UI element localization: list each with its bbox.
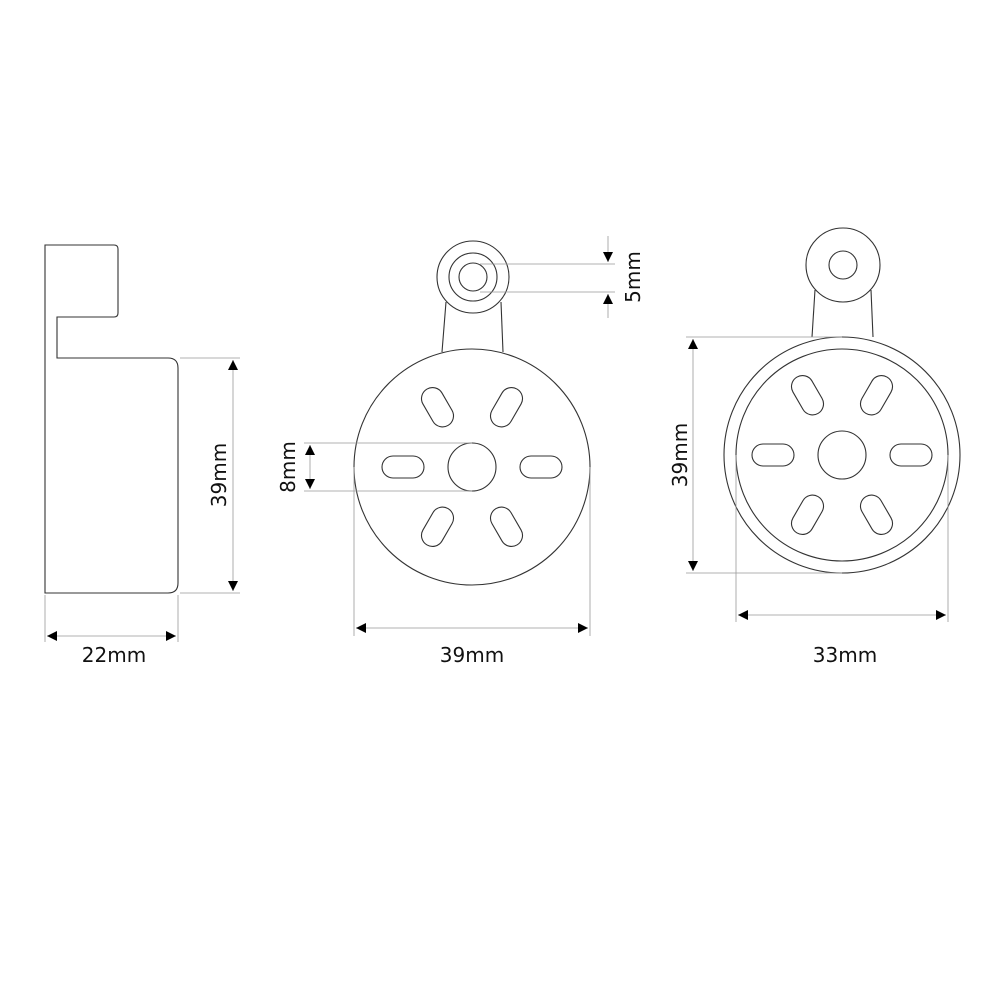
- eye-hole-label: 5mm: [621, 251, 645, 303]
- side-profile: [44, 244, 179, 594]
- mounting-slot: [489, 387, 524, 428]
- mounting-slot: [381, 455, 425, 479]
- motor-can-outer: [723, 336, 961, 574]
- front-view: 5mm 8mm 39mm: [276, 236, 645, 667]
- mounting-slot: [859, 494, 894, 535]
- mounting-slot: [519, 455, 563, 479]
- eye-hole: [458, 262, 488, 292]
- mounting-slots: [381, 387, 563, 547]
- motor-disc: [353, 348, 591, 586]
- side-height-label: 39mm: [207, 443, 231, 507]
- motor-can-inner: [735, 348, 949, 562]
- front-width-label: 39mm: [440, 643, 504, 667]
- neck-edge: [870, 289, 874, 338]
- mounting-slot: [751, 443, 795, 467]
- eye-outer: [436, 240, 510, 314]
- back-height-label: 39mm: [668, 423, 692, 487]
- mounting-slot: [889, 443, 933, 467]
- back-width-label: 33mm: [813, 643, 877, 667]
- mounting-slot: [859, 375, 894, 416]
- eye-ring: [448, 252, 498, 302]
- mounting-slot: [790, 375, 825, 416]
- mounting-slots: [751, 375, 933, 535]
- hub-label: 8mm: [276, 441, 300, 493]
- back-view: 39mm 33mm: [668, 227, 961, 667]
- neck-edge: [441, 301, 447, 353]
- side-width-label: 22mm: [82, 643, 146, 667]
- neck-edge: [811, 289, 816, 338]
- eye-outer: [805, 227, 881, 303]
- eye-hole: [828, 250, 858, 280]
- mounting-slot: [420, 506, 455, 547]
- mounting-slot: [489, 506, 524, 547]
- hub-hole: [447, 442, 497, 492]
- hub-hole: [817, 430, 867, 480]
- side-view: 22mm 39mm: [44, 244, 240, 667]
- neck-edge: [500, 301, 504, 353]
- mounting-slot: [790, 494, 825, 535]
- mounting-slot: [420, 387, 455, 428]
